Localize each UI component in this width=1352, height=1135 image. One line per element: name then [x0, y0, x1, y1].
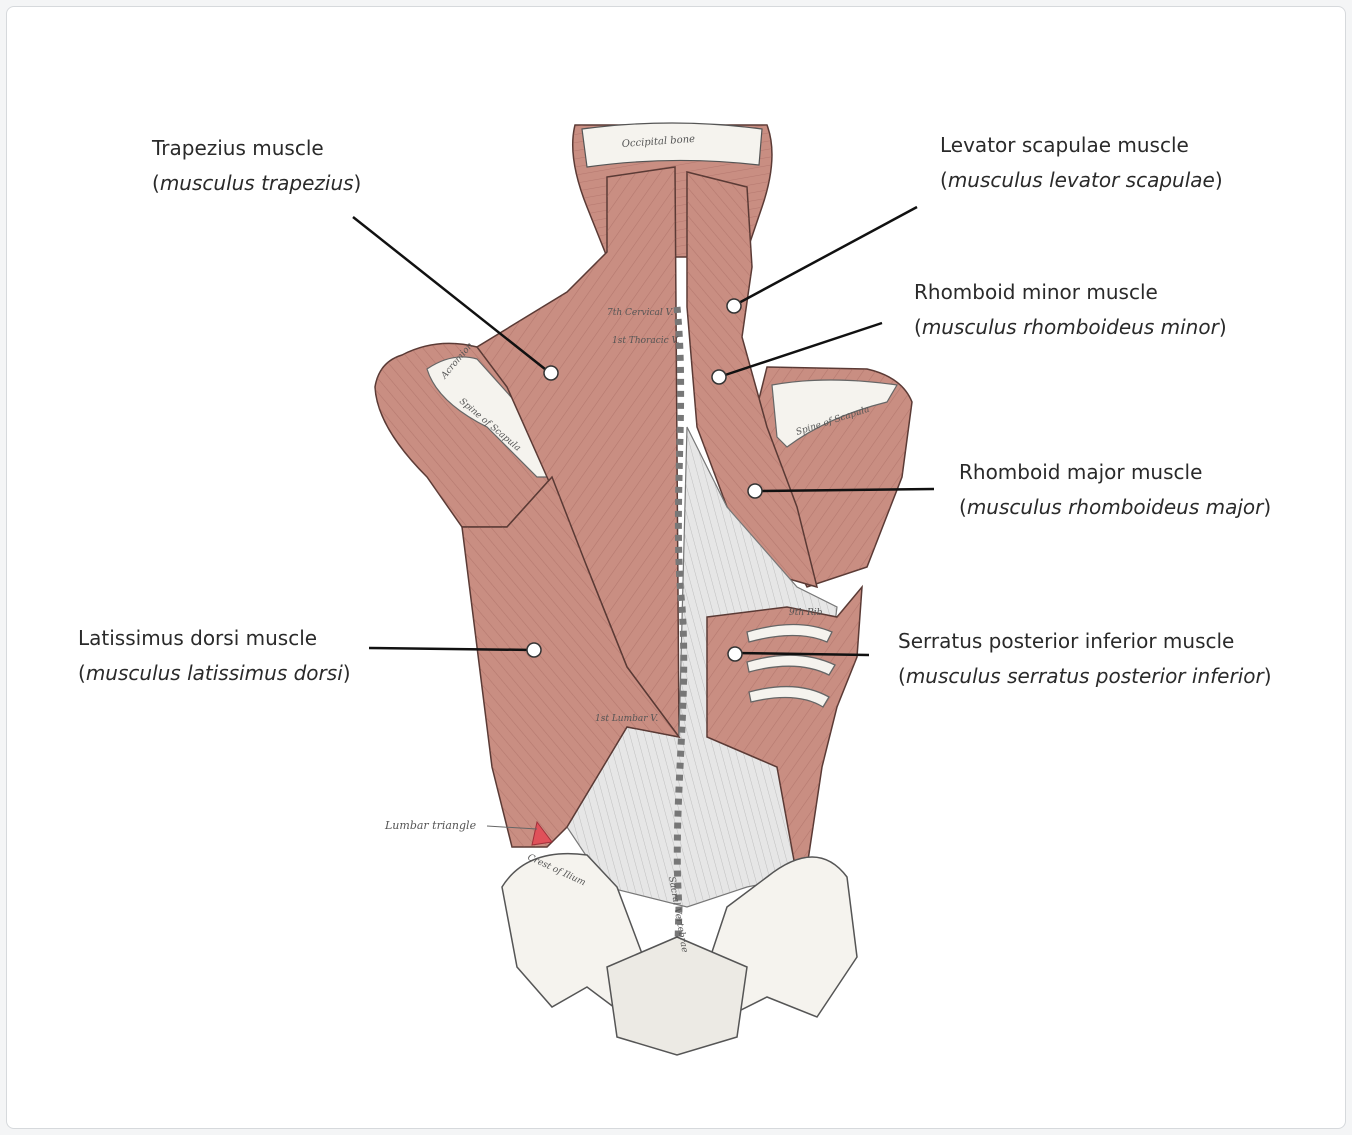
- levator-scapulae-label: Levator scapulae muscle (musculus levato…: [940, 128, 1223, 198]
- serratus-marker: [728, 647, 742, 661]
- serratus-posterior-inferior-label: Serratus posterior inferior muscle (musc…: [898, 624, 1272, 694]
- rhomboid-minor-marker: [712, 370, 726, 384]
- svg-text:Lumbar triangle: Lumbar triangle: [384, 819, 477, 832]
- levator-marker: [727, 299, 741, 313]
- svg-text:7th Cervical V.: 7th Cervical V.: [607, 308, 674, 318]
- latissimus-marker: [527, 643, 541, 657]
- rhomboid-minor-label: Rhomboid minor muscle (musculus rhomboid…: [914, 275, 1227, 345]
- svg-text:1st Lumbar V.: 1st Lumbar V.: [595, 714, 658, 724]
- svg-text:9th Rib: 9th Rib: [789, 608, 823, 618]
- rhomboid-major-marker: [748, 484, 762, 498]
- latissimus-dorsi-label: Latissimus dorsi muscle (musculus latiss…: [78, 621, 351, 691]
- trapezius-label: Trapezius muscle (musculus trapezius): [152, 131, 361, 201]
- trapezius-marker: [544, 366, 558, 380]
- svg-text:1st Thoracic V.: 1st Thoracic V.: [612, 336, 680, 346]
- rhomboid-major-label: Rhomboid major muscle (musculus rhomboid…: [959, 455, 1271, 525]
- figure-card: Occipital bone Lumbar triangle 7th Cervi…: [6, 6, 1346, 1129]
